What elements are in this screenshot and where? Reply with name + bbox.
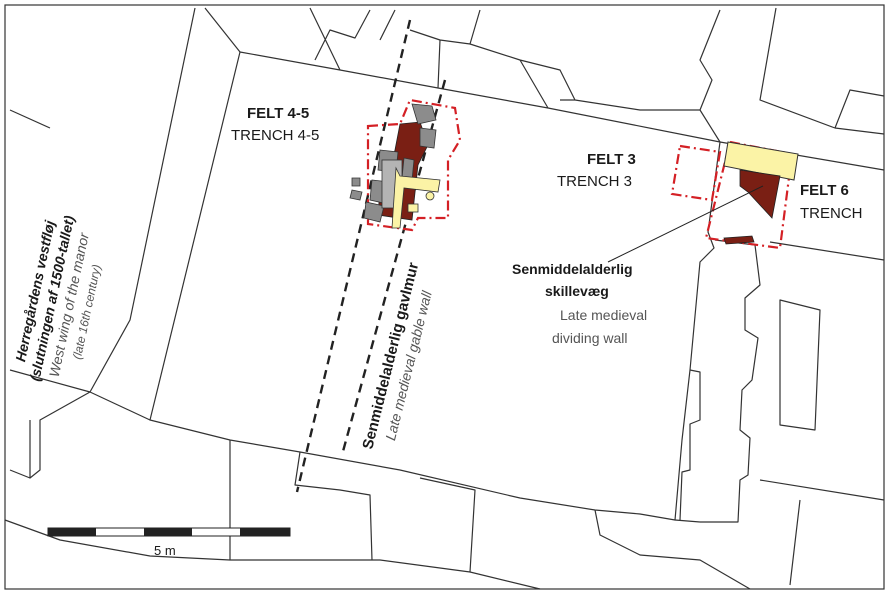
label-dividing-wall-en-2: dividing wall (552, 330, 627, 346)
label-felt-4-5: FELT 4-5 (247, 105, 309, 122)
brick-fragment-6 (723, 235, 755, 245)
gable-wall-line-west (295, 19, 412, 493)
yellow-feature-4-5 (391, 166, 441, 229)
trench-3-outline (670, 144, 722, 202)
brick-wall-6 (739, 169, 781, 219)
north-wall-band (204, 7, 885, 171)
label-dividing-wall-da-2: skillevæg (545, 283, 609, 299)
yellow-feature-6 (723, 141, 799, 181)
east-stepped-structure (679, 239, 761, 523)
label-dividing-wall-en-1: Late medieval (560, 307, 647, 323)
east-outer-rooms (759, 241, 885, 586)
trench-6 (704, 140, 799, 250)
label-trench-4-5: TRENCH 4-5 (231, 127, 319, 144)
label-trench-6: TRENCH (800, 205, 863, 222)
scale-bar: 5 m (47, 527, 291, 558)
north-east-structure (759, 7, 885, 135)
south-wall-band (4, 440, 751, 590)
post-hole-4-5 (425, 191, 435, 201)
label-felt-6: FELT 6 (800, 182, 849, 199)
scale-bar-label: 5 m (154, 543, 176, 558)
label-dividing-wall-da-1: Senmiddelalderlig (512, 261, 633, 277)
label-trench-3: TRENCH 3 (557, 173, 632, 190)
small-yellow-block-4-5 (407, 203, 419, 213)
map-frame (4, 4, 885, 590)
building-outlines (4, 7, 885, 590)
west-wing-outline (9, 7, 196, 479)
label-felt-3: FELT 3 (587, 151, 636, 168)
dividing-wall-leader (607, 185, 764, 263)
trench-4-5 (349, 98, 462, 232)
